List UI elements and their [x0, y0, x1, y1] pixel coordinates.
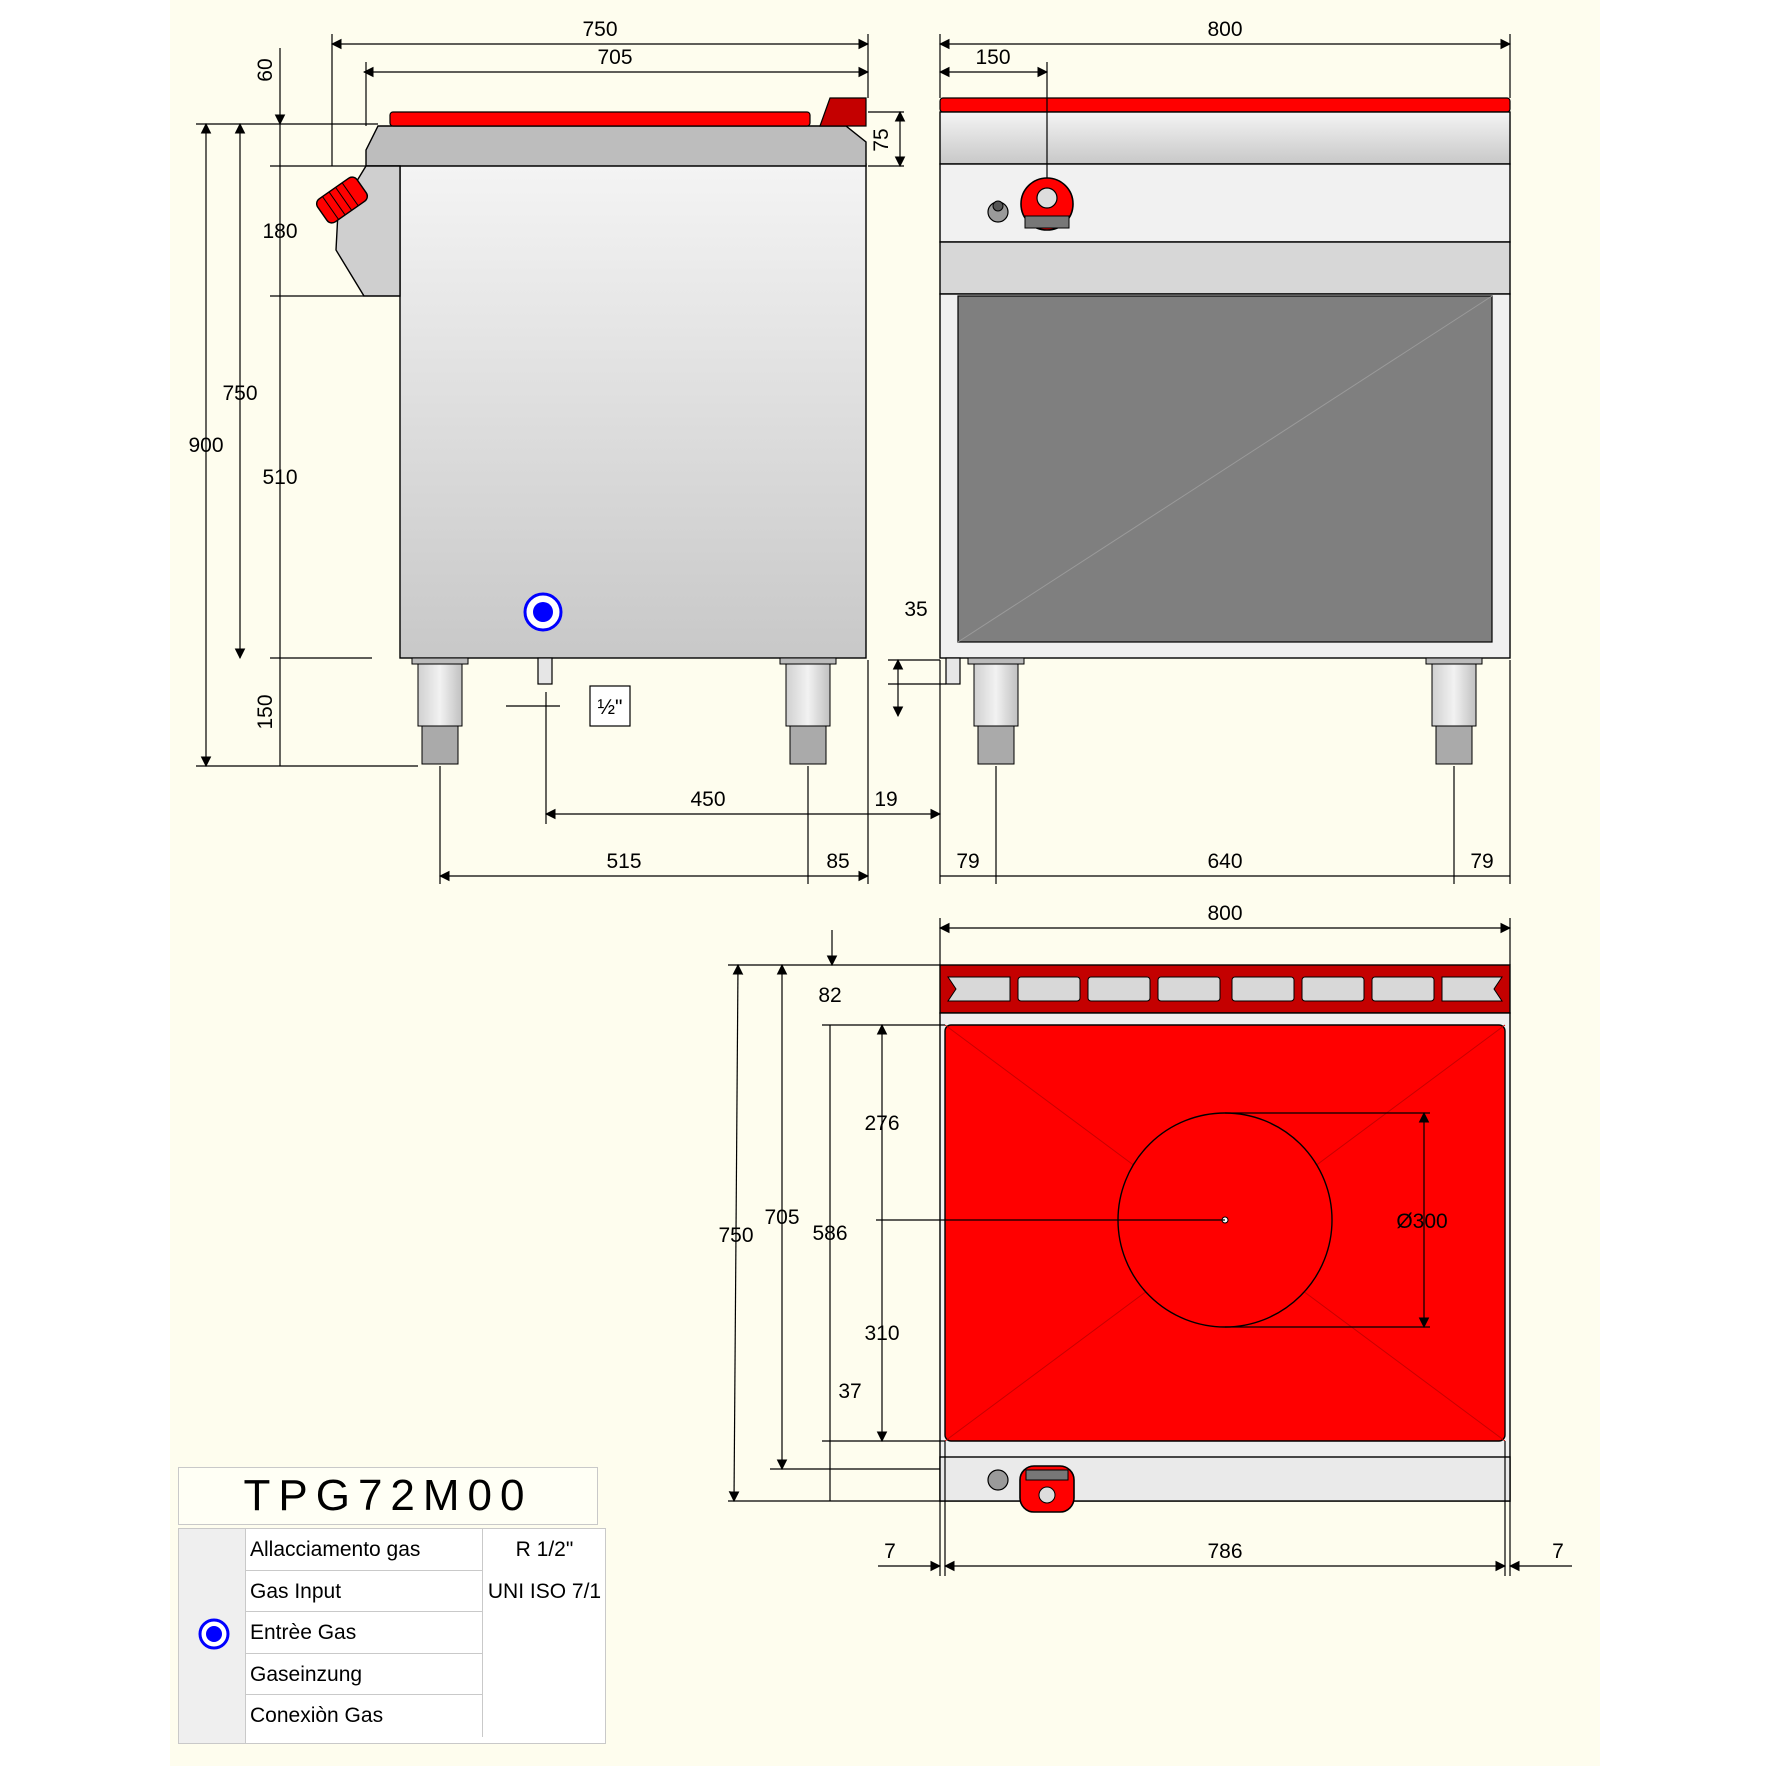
dim-side-overall-depth: 750 — [582, 18, 617, 41]
gas-connection-icon — [198, 1618, 230, 1650]
legend-labels: Allacciamento gas Gas Input Entrèe Gas G… — [246, 1529, 483, 1743]
dim-side-worktop-height: 750 — [222, 382, 257, 405]
dimension-labels: 750 705 60 75 180 750 900 510 150 ½" 450… — [188, 18, 1563, 1563]
dim-top-inner-width: 786 — [1207, 1540, 1242, 1563]
dim-top-back-strip: 82 — [818, 984, 841, 1007]
front-plate — [939, 97, 1511, 113]
model-name: TPG72M00 — [243, 1471, 533, 1520]
legend-label: Gaseinzung — [246, 1653, 483, 1696]
dim-side-rear-leg: 85 — [826, 850, 849, 873]
legend-icon-column — [179, 1529, 246, 1743]
dim-top-to-center-top: 276 — [864, 1112, 899, 1135]
side-gas-pipe — [537, 657, 553, 685]
dim-top-to-center-bottom: 310 — [864, 1322, 899, 1345]
side-worktop — [365, 125, 867, 167]
model-title-box: TPG72M00 — [178, 1467, 598, 1525]
dim-front-gas-height: 35 — [904, 598, 927, 621]
top-back-vents — [947, 976, 1503, 1002]
dim-side-leg-spacing: 515 — [606, 850, 641, 873]
pilot-ignition-icon — [987, 1469, 1009, 1491]
dim-top-width: 800 — [1207, 902, 1242, 925]
dim-side-gas-to-rear: 19 — [874, 788, 897, 811]
dim-top-right-margin: 7 — [1552, 1540, 1564, 1563]
top-view — [939, 964, 1511, 1513]
legend-value-standard: UNI ISO 7/1 — [487, 1580, 602, 1603]
dim-top-plate-diameter: Ø300 — [1396, 1210, 1447, 1233]
legend-label: Entrèe Gas — [246, 1612, 483, 1654]
dim-front-right-leg: 79 — [1470, 850, 1493, 873]
legend-label: Allacciamento gas — [246, 1529, 483, 1571]
front-apron — [939, 241, 1511, 295]
dim-front-left-leg: 79 — [956, 850, 979, 873]
side-splash — [819, 97, 867, 127]
dim-side-top-depth: 705 — [597, 46, 632, 69]
dim-top-left-margin: 7 — [884, 1540, 896, 1563]
front-worktop — [939, 111, 1511, 165]
dim-side-gas-offset: 450 — [690, 788, 725, 811]
gas-connection-icon — [523, 592, 563, 632]
side-plate — [389, 111, 811, 127]
dim-side-top-offset: 60 — [254, 58, 277, 81]
dim-top-depth: 750 — [718, 1224, 753, 1247]
control-knob-icon — [315, 176, 369, 224]
side-view — [315, 97, 867, 765]
dim-side-control-panel: 180 — [262, 220, 297, 243]
side-cabinet — [399, 163, 867, 659]
front-view — [939, 97, 1511, 765]
dim-front-knob-offset: 150 — [975, 46, 1010, 69]
dim-side-top-height: 75 — [870, 128, 893, 151]
legend-label: Conexiòn Gas — [246, 1695, 483, 1737]
pilot-ignition-icon — [987, 200, 1009, 223]
dim-top-front-margin: 37 — [838, 1380, 861, 1403]
dimension-lines — [196, 34, 1572, 1576]
gas-legend-table: Allacciamento gas Gas Input Entrèe Gas G… — [178, 1528, 606, 1744]
front-legs — [967, 657, 1483, 765]
dim-front-leg-spacing: 640 — [1207, 850, 1242, 873]
dim-top-plate-inner: 586 — [812, 1222, 847, 1245]
legend-value-thread: R 1/2" — [515, 1538, 574, 1561]
control-knob-icon — [1019, 1465, 1075, 1513]
dim-top-plate-depth: 705 — [764, 1206, 799, 1229]
dim-side-total-height: 900 — [188, 434, 223, 457]
front-gas-pipe — [945, 657, 961, 685]
side-legs — [411, 657, 837, 765]
dim-side-leg-height: 150 — [254, 694, 277, 729]
legend-label: Gas Input — [246, 1570, 483, 1613]
dim-side-pipe: ½" — [598, 696, 623, 719]
dim-side-body-height: 510 — [262, 466, 297, 489]
dim-front-width: 800 — [1207, 18, 1242, 41]
legend-values: R 1/2" UNI ISO 7/1 — [484, 1529, 605, 1613]
control-knob-icon — [1020, 177, 1074, 231]
